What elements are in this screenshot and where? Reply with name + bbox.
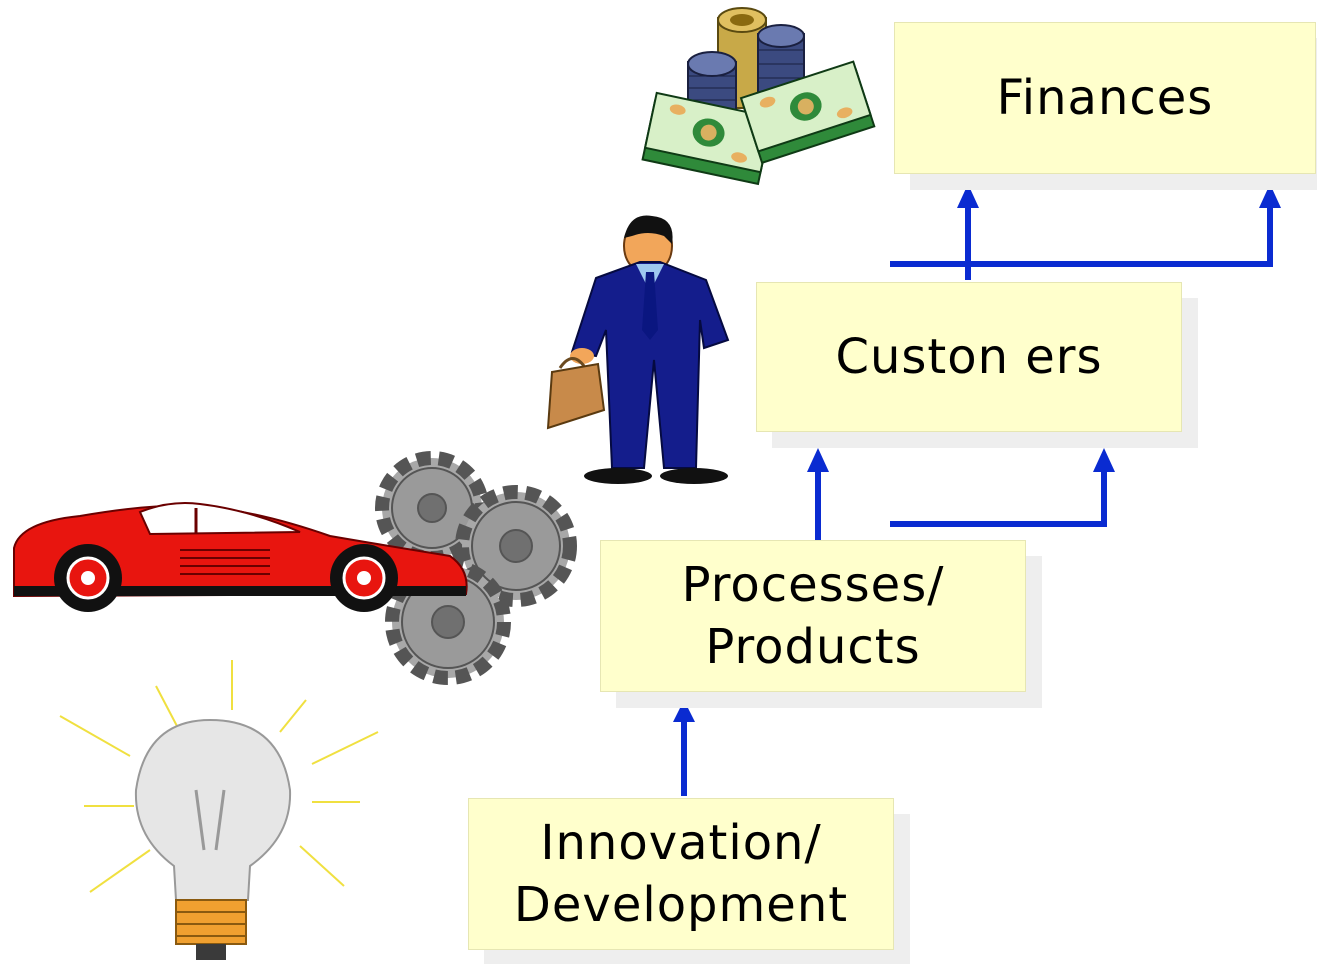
finances-box: Finances <box>894 22 1316 174</box>
arrow-customers-to-finances <box>957 184 979 280</box>
businessman-icon <box>546 215 730 484</box>
arrows <box>673 184 1281 796</box>
arrow-processes-to-customers-side <box>890 448 1115 527</box>
processes-label-line2: Products <box>705 619 921 675</box>
innovation-label-line1: Innovation/ <box>540 815 822 871</box>
arrow-innovation-to-processes <box>673 700 695 796</box>
arrow-customers-to-finances-side <box>890 184 1281 267</box>
finances-label: Finances <box>996 70 1214 126</box>
money-icon <box>641 7 876 186</box>
sports-car-icon <box>13 502 468 612</box>
processes-box: Processes/ Products <box>600 540 1026 692</box>
gears-icon <box>375 451 577 685</box>
innovation-label-line2: Development <box>513 877 849 933</box>
lightbulb-icon <box>59 660 379 960</box>
customers-label: Custon ers <box>835 329 1103 385</box>
innovation-box: Innovation/ Development <box>468 798 894 950</box>
customers-box: Custon ers <box>756 282 1182 432</box>
processes-label-line1: Processes/ <box>681 557 945 613</box>
arrow-processes-to-customers <box>807 448 829 540</box>
